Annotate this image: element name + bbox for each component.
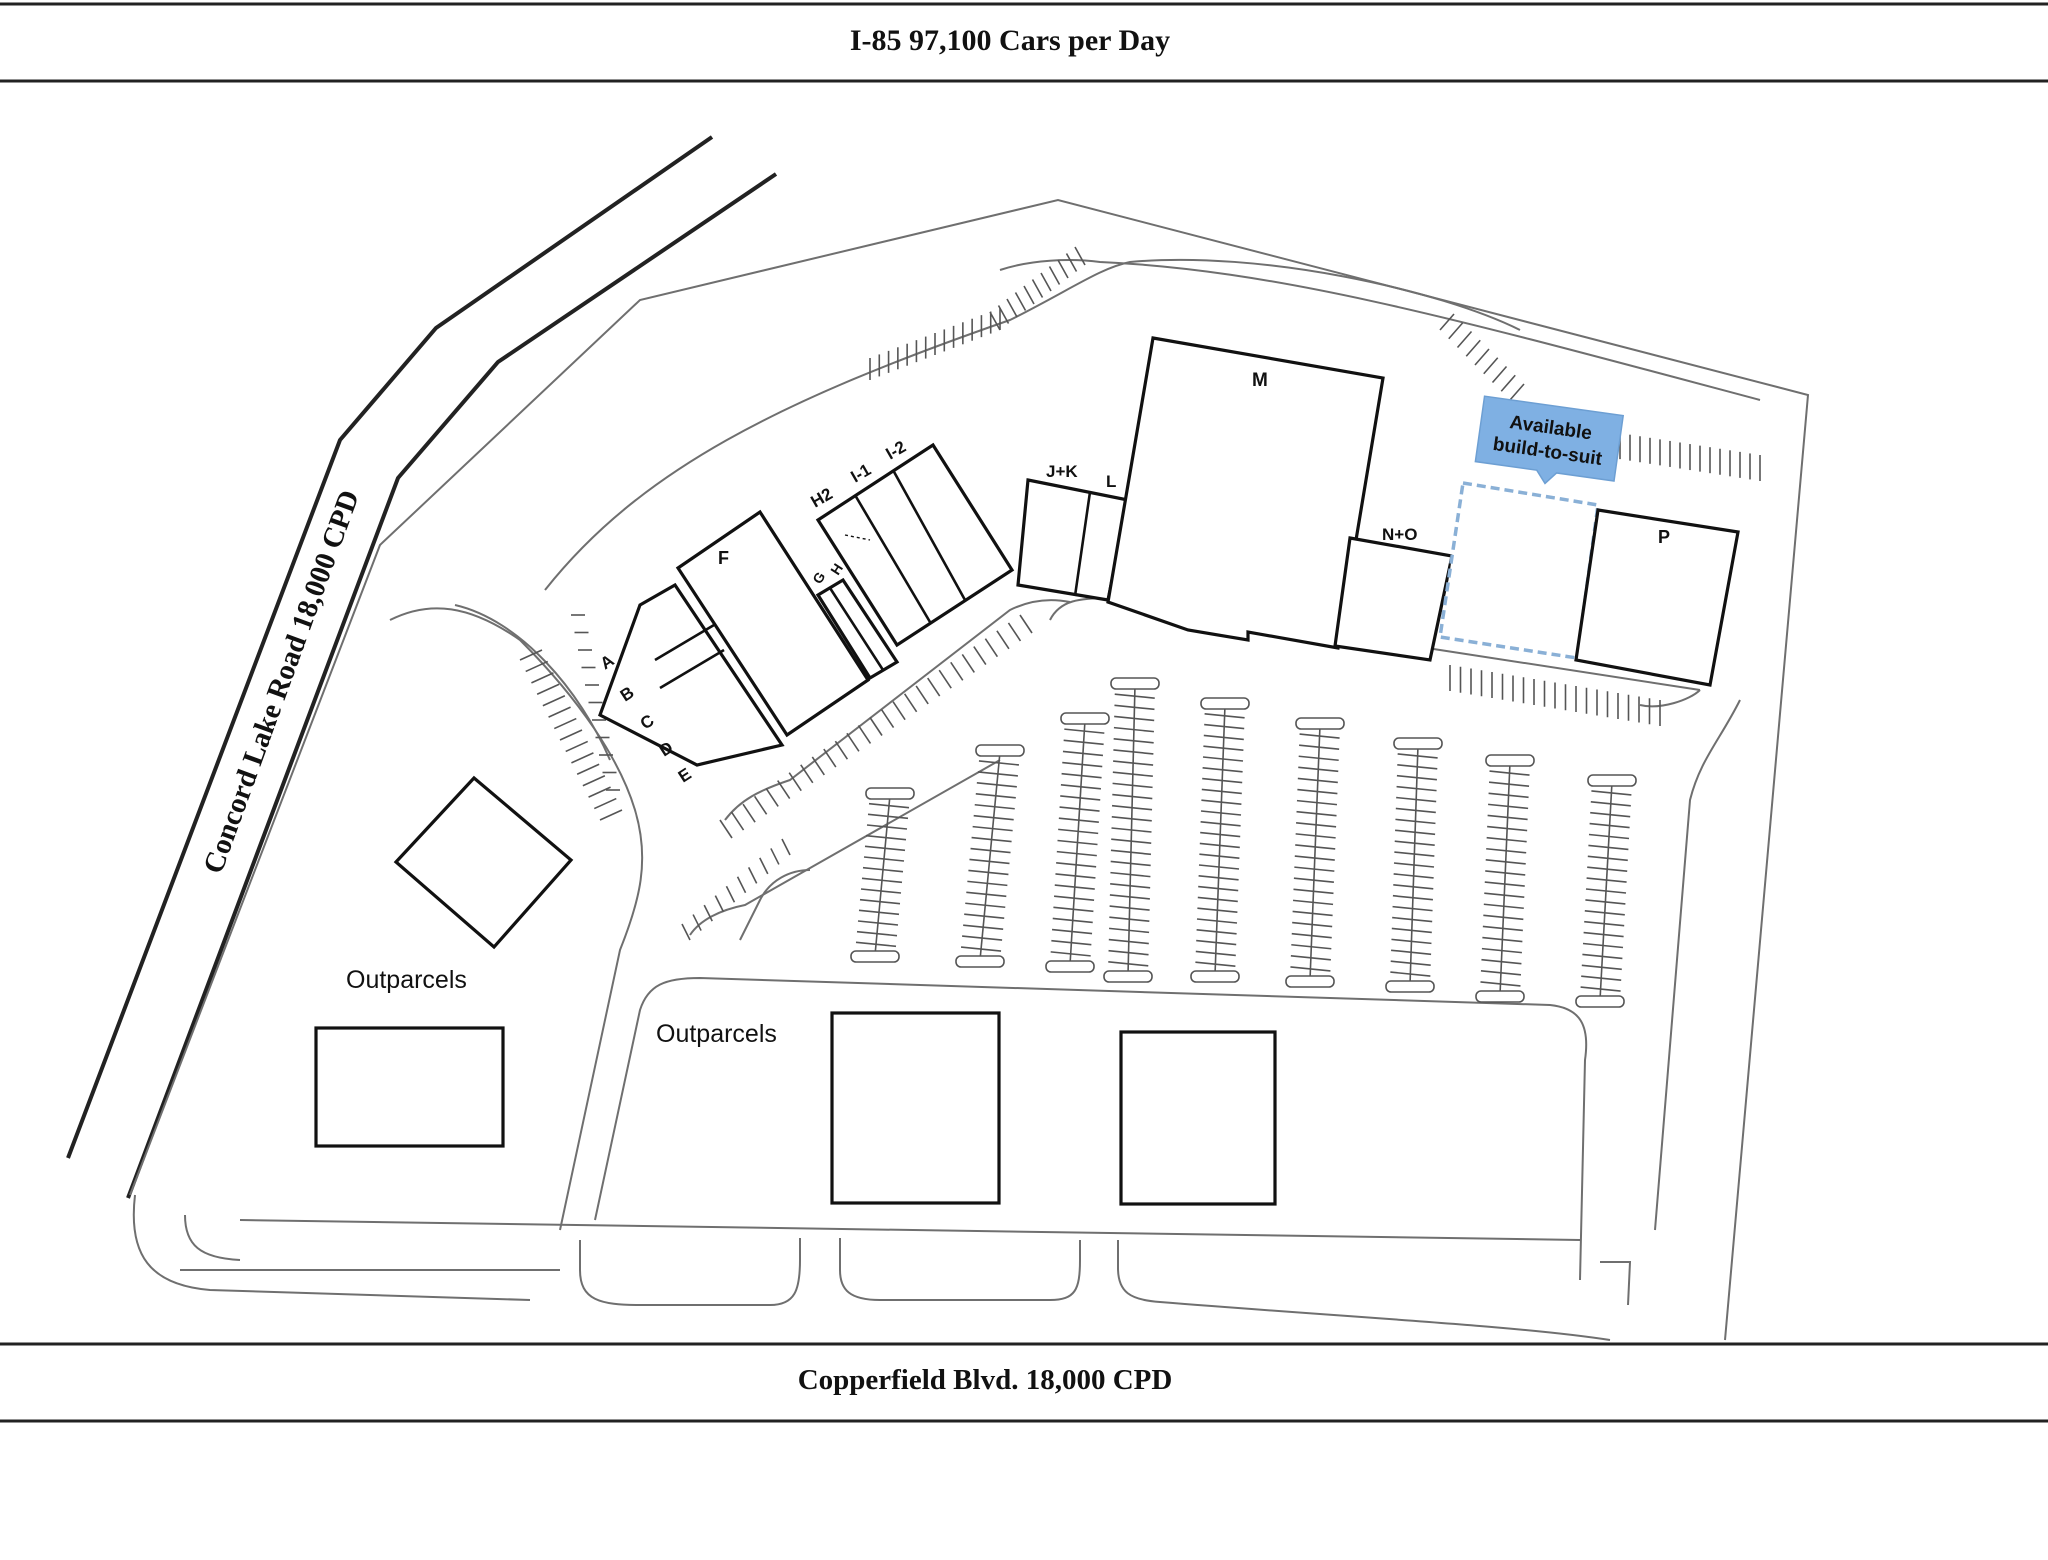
parking-stalls [519,246,1761,1008]
copperfield-road-label: Copperfield Blvd. 18,000 CPD [798,1364,1173,1396]
outparcels-bottom-label: Outparcels [656,1020,777,1048]
unit-label-g: G [809,569,828,587]
unit-m [1106,336,1385,650]
unit-label-a: A [597,651,618,674]
unit-p [1574,508,1740,687]
build-to-suit-callout: Available build-to-suit [1474,395,1625,485]
unit-label-f: F [718,548,729,568]
unit-label-h: H [827,560,846,577]
unit-no [1333,536,1454,662]
site-lot-outlines [129,198,1810,1341]
outparcel-bottom-small [1119,1030,1277,1206]
i85-road-band: I-85 97,100 Cars per Day [0,2,2048,83]
unit-f [675,509,871,738]
unit-label-i2: I-2 [883,437,910,463]
unit-label-e: E [675,764,695,786]
outparcels-left-label: Outparcels [346,966,467,994]
unit-label-h2: H2 [808,484,836,511]
unit-label-l: L [1106,472,1116,491]
copperfield-road-band: Copperfield Blvd. 18,000 CPD [0,1342,2048,1423]
unit-label-no: N+O [1382,525,1417,544]
i85-road-label: I-85 97,100 Cars per Day [850,24,1170,57]
outparcel-left-diamond [393,775,574,950]
unit-label-jk: J+K [1046,462,1078,481]
concord-lake-road-label: Concord Lake Road 18,000 CPD [197,486,366,878]
build-to-suit-parcel [1438,480,1600,660]
outparcel-left-rect [314,1026,505,1148]
unit-a-e-block [598,582,785,767]
unit-label-i1: I-1 [848,460,875,486]
unit-label-m: M [1252,370,1268,391]
unit-label-p: P [1658,527,1670,547]
outparcel-bottom-large [830,1011,1001,1205]
buildings [314,336,1740,1206]
